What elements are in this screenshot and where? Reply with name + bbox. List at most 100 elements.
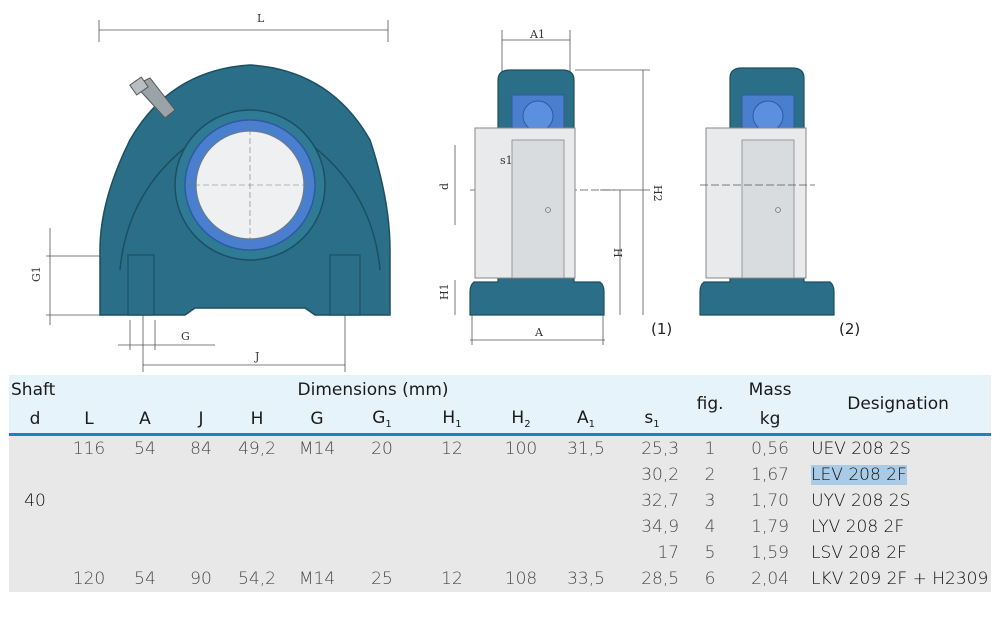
header-shaft: Shaft bbox=[9, 375, 61, 404]
cell-H2: 100 bbox=[489, 434, 553, 462]
cell-fig: 3 bbox=[685, 488, 736, 514]
cell-H bbox=[229, 540, 285, 566]
cell-H: 49,2 bbox=[229, 434, 285, 462]
cell-s1: 25,3 bbox=[619, 434, 686, 462]
cell-H2 bbox=[489, 462, 553, 488]
cell-A1 bbox=[553, 462, 619, 488]
cell-G1 bbox=[349, 462, 415, 488]
cell-G bbox=[285, 462, 349, 488]
cell-A bbox=[117, 514, 173, 540]
technical-drawings: L G1 G J A1 s1 d H2 H H1 A bbox=[30, 12, 835, 372]
cell-G1: 20 bbox=[349, 434, 415, 462]
header-d: d bbox=[9, 404, 61, 436]
cell-L bbox=[61, 540, 117, 566]
cell-H1 bbox=[415, 488, 489, 514]
cell-H1 bbox=[415, 462, 489, 488]
cell-mass: 1,59 bbox=[735, 540, 806, 566]
cell-J: 90 bbox=[173, 566, 229, 592]
cell-mass: 1,67 bbox=[735, 462, 806, 488]
cell-s1: 17 bbox=[619, 540, 686, 566]
dim-label-G: G bbox=[181, 330, 190, 343]
cell-mass: 1,79 bbox=[735, 514, 806, 540]
cell-s1: 30,2 bbox=[619, 462, 686, 488]
cell-H1 bbox=[415, 514, 489, 540]
table-row: 40 116 54 84 49,2 M14 20 12 100 31,5 25,… bbox=[9, 434, 992, 566]
cell-H bbox=[229, 488, 285, 514]
cell-designation[interactable]: UYV 208 2S bbox=[805, 488, 992, 514]
cell-J bbox=[173, 462, 229, 488]
cell-G bbox=[285, 514, 349, 540]
header-designation: Designation bbox=[805, 375, 992, 436]
header-A: A bbox=[117, 404, 173, 436]
cell-s1: 34,9 bbox=[619, 514, 686, 540]
header-fig: fig. bbox=[685, 375, 736, 436]
cell-fig: 4 bbox=[685, 514, 736, 540]
cell-designation-selected[interactable]: LEV 208 2F bbox=[805, 462, 992, 488]
dim-label-d: d bbox=[438, 183, 451, 190]
cell-mass: 0,56 bbox=[735, 434, 806, 462]
table-row: 120 54 90 54,2 M14 25 12 108 33,5 28,5 6… bbox=[9, 566, 992, 592]
cell-H1 bbox=[415, 540, 489, 566]
table-row: 30,2 2 1,67 LEV 208 2F bbox=[9, 462, 992, 488]
header-G: G bbox=[285, 404, 349, 436]
cell-fig: 5 bbox=[685, 540, 736, 566]
cell-designation[interactable]: UEV 208 2S bbox=[805, 434, 992, 462]
table-row: 17 5 1,59 LSV 208 2F bbox=[9, 540, 992, 566]
header-H: H bbox=[229, 404, 285, 436]
cell-L bbox=[61, 488, 117, 514]
figure-label-2: (2) bbox=[839, 320, 861, 338]
dim-label-J: J bbox=[254, 350, 259, 363]
shaft-d-empty bbox=[9, 566, 61, 592]
figure-label-1: (1) bbox=[651, 320, 673, 338]
cell-G bbox=[285, 488, 349, 514]
cell-G1: 25 bbox=[349, 566, 415, 592]
header-mass: Mass bbox=[735, 375, 806, 404]
table-row: 32,7 3 1,70 UYV 208 2S bbox=[9, 488, 992, 514]
cell-G: M14 bbox=[285, 566, 349, 592]
header-G1: G1 bbox=[349, 404, 415, 436]
front-view-housing bbox=[99, 64, 391, 316]
cell-G1 bbox=[349, 488, 415, 514]
cell-A1 bbox=[553, 514, 619, 540]
cell-J bbox=[173, 514, 229, 540]
cell-L: 120 bbox=[61, 566, 117, 592]
cell-H2: 108 bbox=[489, 566, 553, 592]
header-s1: s1 bbox=[619, 404, 686, 436]
spec-table: Shaft Dimensions (mm) fig. Mass Designat… bbox=[9, 375, 992, 592]
cell-fig: 1 bbox=[685, 434, 736, 462]
cell-G bbox=[285, 540, 349, 566]
cell-A bbox=[117, 488, 173, 514]
cell-s1: 32,7 bbox=[619, 488, 686, 514]
cell-G1 bbox=[349, 540, 415, 566]
header-A1: A1 bbox=[553, 404, 619, 436]
cell-A1 bbox=[553, 540, 619, 566]
cell-A bbox=[117, 540, 173, 566]
cell-s1: 28,5 bbox=[619, 566, 686, 592]
cell-H1: 12 bbox=[415, 566, 489, 592]
dim-label-A1: A1 bbox=[529, 28, 545, 41]
dim-label-G1: G1 bbox=[30, 266, 43, 282]
cell-mass: 2,04 bbox=[735, 566, 806, 592]
cell-designation[interactable]: LSV 208 2F bbox=[805, 540, 992, 566]
selected-text[interactable]: LEV 208 2F bbox=[811, 465, 907, 485]
header-H2: H2 bbox=[489, 404, 553, 436]
side-view-1 bbox=[454, 30, 650, 345]
cell-H bbox=[229, 514, 285, 540]
header-kg: kg bbox=[735, 404, 806, 436]
cell-fig: 2 bbox=[685, 462, 736, 488]
table-row: 34,9 4 1,79 LYV 208 2F bbox=[9, 514, 992, 540]
cell-designation[interactable]: LKV 209 2F + H2309 bbox=[805, 566, 992, 592]
header-J: J bbox=[173, 404, 229, 436]
cell-H2 bbox=[489, 488, 553, 514]
cell-A1: 33,5 bbox=[553, 566, 619, 592]
cell-J bbox=[173, 540, 229, 566]
header-L: L bbox=[61, 404, 117, 436]
cell-H1: 12 bbox=[415, 434, 489, 462]
cell-L: 116 bbox=[61, 434, 117, 462]
cell-fig: 6 bbox=[685, 566, 736, 592]
cell-A: 54 bbox=[117, 434, 173, 462]
cell-J: 84 bbox=[173, 434, 229, 462]
dim-label-H: H bbox=[611, 248, 624, 258]
cell-G: M14 bbox=[285, 434, 349, 462]
cell-designation[interactable]: LYV 208 2F bbox=[805, 514, 992, 540]
